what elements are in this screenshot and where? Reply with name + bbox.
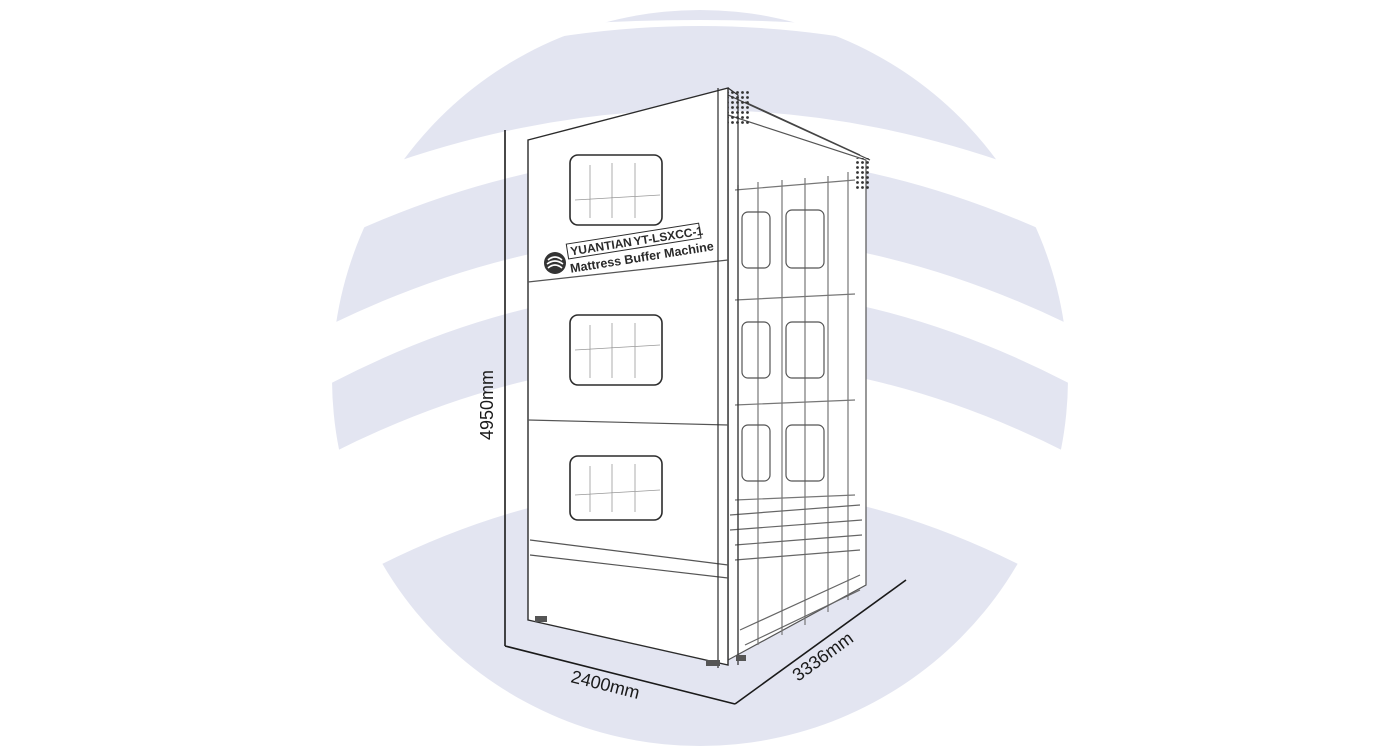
vent-top-right: [854, 158, 870, 190]
yuantian-logo-icon: [544, 252, 566, 274]
depth-dimension-line: [734, 579, 907, 705]
dimension-lines: [504, 130, 907, 705]
vent-top-left: [728, 90, 750, 124]
machine-drawing: [527, 87, 871, 668]
height-dimension-label: 4950mm: [477, 370, 497, 440]
width-dimension-line: [504, 645, 736, 705]
